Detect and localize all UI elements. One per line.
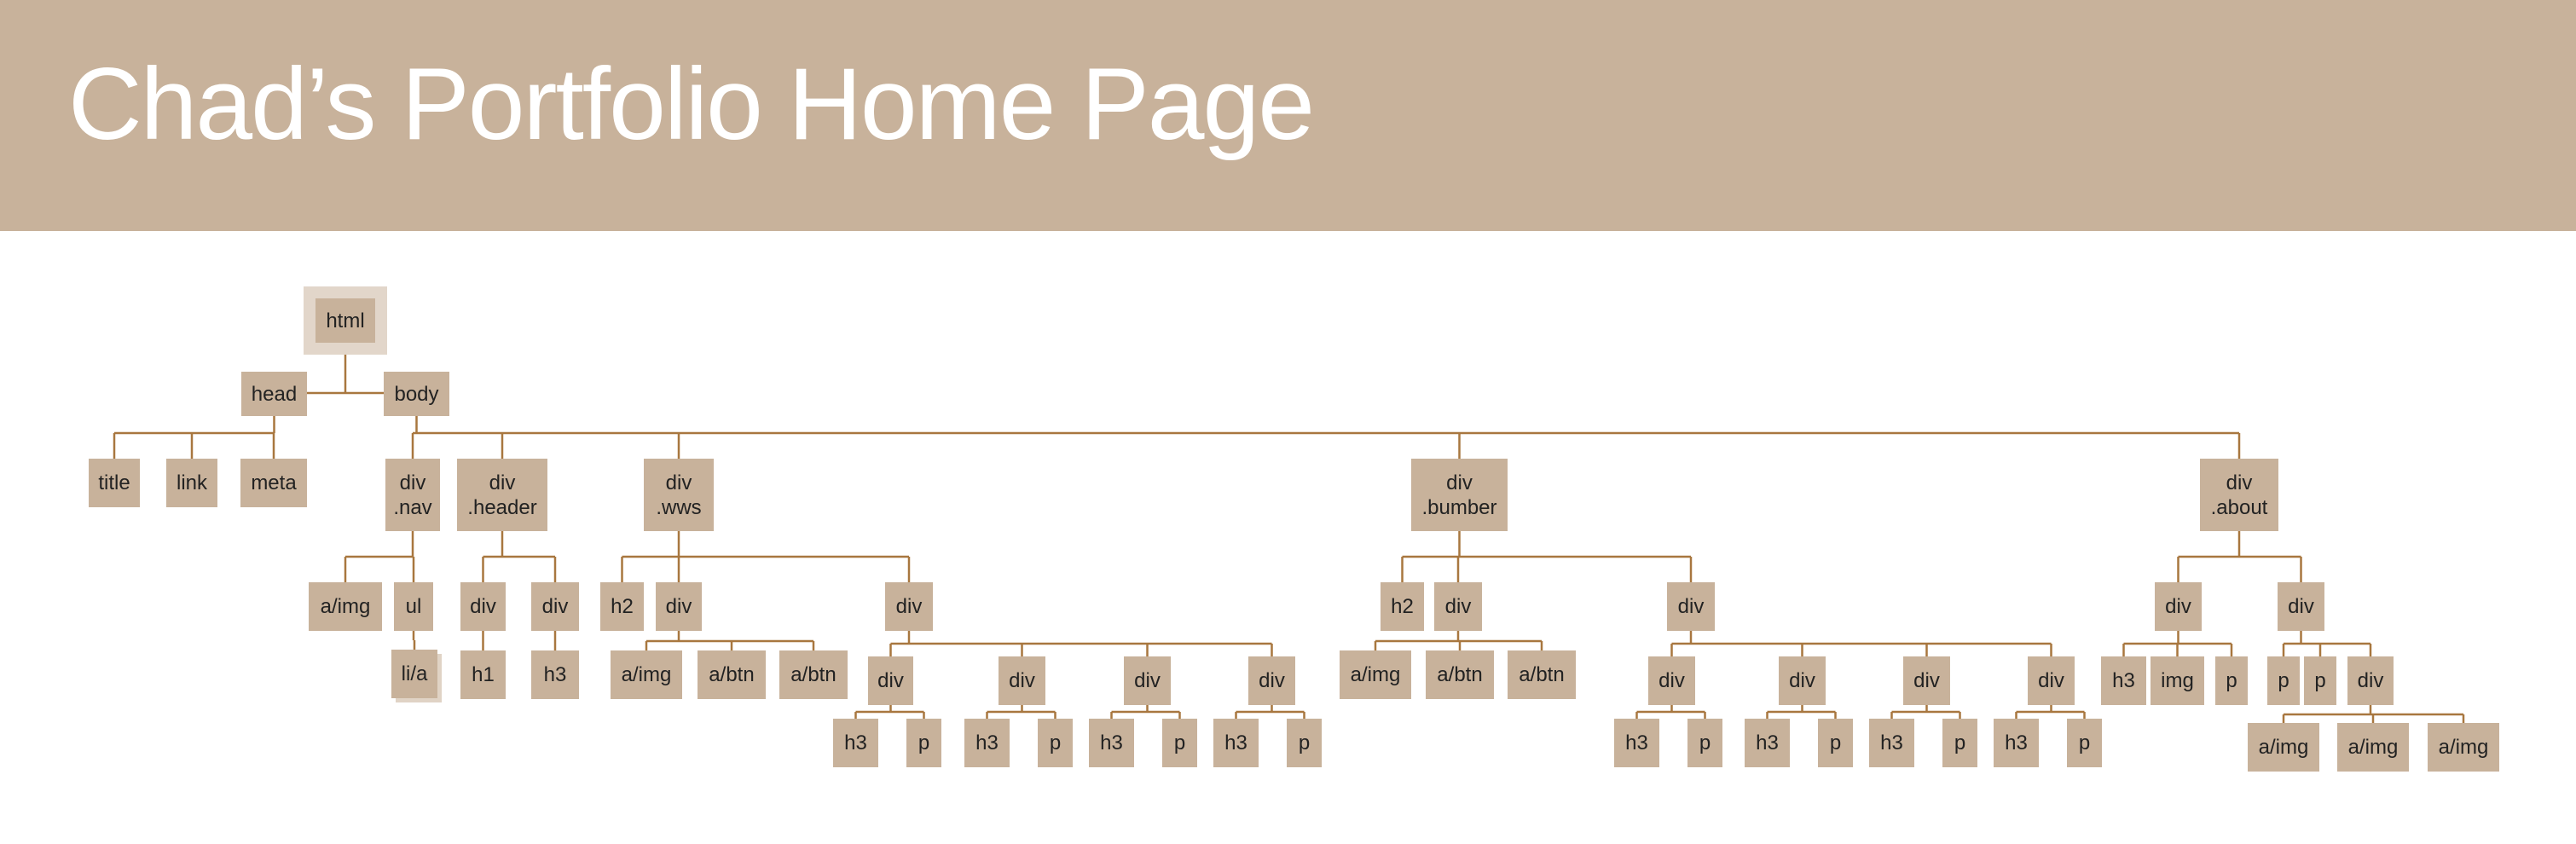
tree-node-wws-h2: h2 (600, 582, 644, 631)
tree-node-bum-div1: div (1434, 582, 1482, 631)
tree-node-wws-c3-p: p (1162, 719, 1197, 767)
tree-node-about-aimg3: a/img (2428, 723, 2499, 772)
tree-node-bum-h2: h2 (1381, 582, 1424, 631)
tree-node-wws-c2-h3: h3 (964, 719, 1010, 767)
tree-node-about-p2: p (2304, 656, 2336, 705)
tree-node-header-div1: div (460, 582, 506, 631)
tree-node-wws-c3-h3: h3 (1089, 719, 1134, 767)
tree-node-div-nav: div .nav (385, 459, 440, 531)
tree-node-about-h3: h3 (2101, 656, 2146, 705)
tree-node-wws-c3: div (1124, 656, 1171, 705)
tree-node-div-bumber: div .bumber (1411, 459, 1508, 531)
tree-node-about-div3: div (2347, 656, 2394, 705)
tree-node-link: link (166, 459, 217, 507)
tree-node-bum-div2: div (1667, 582, 1715, 631)
tree-node-bum-c3: div (1903, 656, 1950, 705)
tree-node-nav-ul: ul (394, 582, 433, 631)
tree-node-bum-aimg: a/img (1340, 650, 1411, 699)
tree-node-wws-div2: div (885, 582, 933, 631)
tree-node-meta: meta (240, 459, 307, 507)
tree-node-title: title (89, 459, 140, 507)
tree-node-about-img: img (2151, 656, 2204, 705)
tree-node-bum-abtn1: a/btn (1426, 650, 1494, 699)
tree-node-head: head (241, 372, 307, 416)
tree-node-wws-c2-p: p (1038, 719, 1073, 767)
tree-node-bum-c3-h3: h3 (1869, 719, 1914, 767)
tree-node-about-p1: p (2267, 656, 2300, 705)
tree-node-bum-c2-p: p (1818, 719, 1853, 767)
tree-node-bum-c1-p: p (1687, 719, 1722, 767)
tree-node-bum-c4: div (2028, 656, 2075, 705)
tree-node-bum-c4-h3: h3 (1994, 719, 2039, 767)
tree-node-about-div2: div (2278, 582, 2324, 631)
tree-node-wws-c1: div (868, 656, 913, 705)
page-title: Chad’s Portfolio Home Page (68, 47, 1315, 161)
tree-node-bum-abtn2: a/btn (1508, 650, 1576, 699)
tree-node-nav-aimg: a/img (309, 582, 382, 631)
tree-node-bum-c1-h3: h3 (1614, 719, 1659, 767)
tree-node-header-h3: h3 (531, 650, 579, 699)
tree-node-bum-c2-h3: h3 (1745, 719, 1790, 767)
tree-node-nav-lia: li/a (391, 650, 437, 698)
tree-node-about-p: p (2215, 656, 2248, 705)
tree-node-wws-c4-h3: h3 (1213, 719, 1259, 767)
tree-node-wws-aimg: a/img (611, 650, 682, 699)
tree-node-div-about: div .about (2200, 459, 2278, 531)
tree-node-wws-abtn1: a/btn (698, 650, 766, 699)
tree-node-wws-div1: div (656, 582, 702, 631)
tree-node-wws-c2: div (999, 656, 1045, 705)
header-banner: Chad’s Portfolio Home Page (0, 0, 2576, 231)
tree-node-header-div2: div (531, 582, 579, 631)
tree-node-wws-c4: div (1248, 656, 1295, 705)
tree-node-div-wws: div .wws (644, 459, 714, 531)
tree-node-about-div1: div (2155, 582, 2202, 631)
tree-node-wws-abtn2: a/btn (779, 650, 848, 699)
tree-node-div-header: div .header (457, 459, 547, 531)
tree-node-html: html (315, 298, 375, 343)
tree-node-header-h1: h1 (460, 650, 506, 699)
tree-node-bum-c1: div (1648, 656, 1695, 705)
tree-node-about-aimg1: a/img (2248, 723, 2319, 772)
tree-node-about-aimg2: a/img (2337, 723, 2409, 772)
tree-node-bum-c2: div (1779, 656, 1826, 705)
tree-node-bum-c4-p: p (2067, 719, 2102, 767)
tree-node-wws-c4-p: p (1287, 719, 1322, 767)
tree-node-wws-c1-p: p (906, 719, 941, 767)
tree-node-wws-c1-h3: h3 (833, 719, 878, 767)
tree-node-bum-c3-p: p (1942, 719, 1977, 767)
tree-node-body: body (384, 372, 449, 416)
